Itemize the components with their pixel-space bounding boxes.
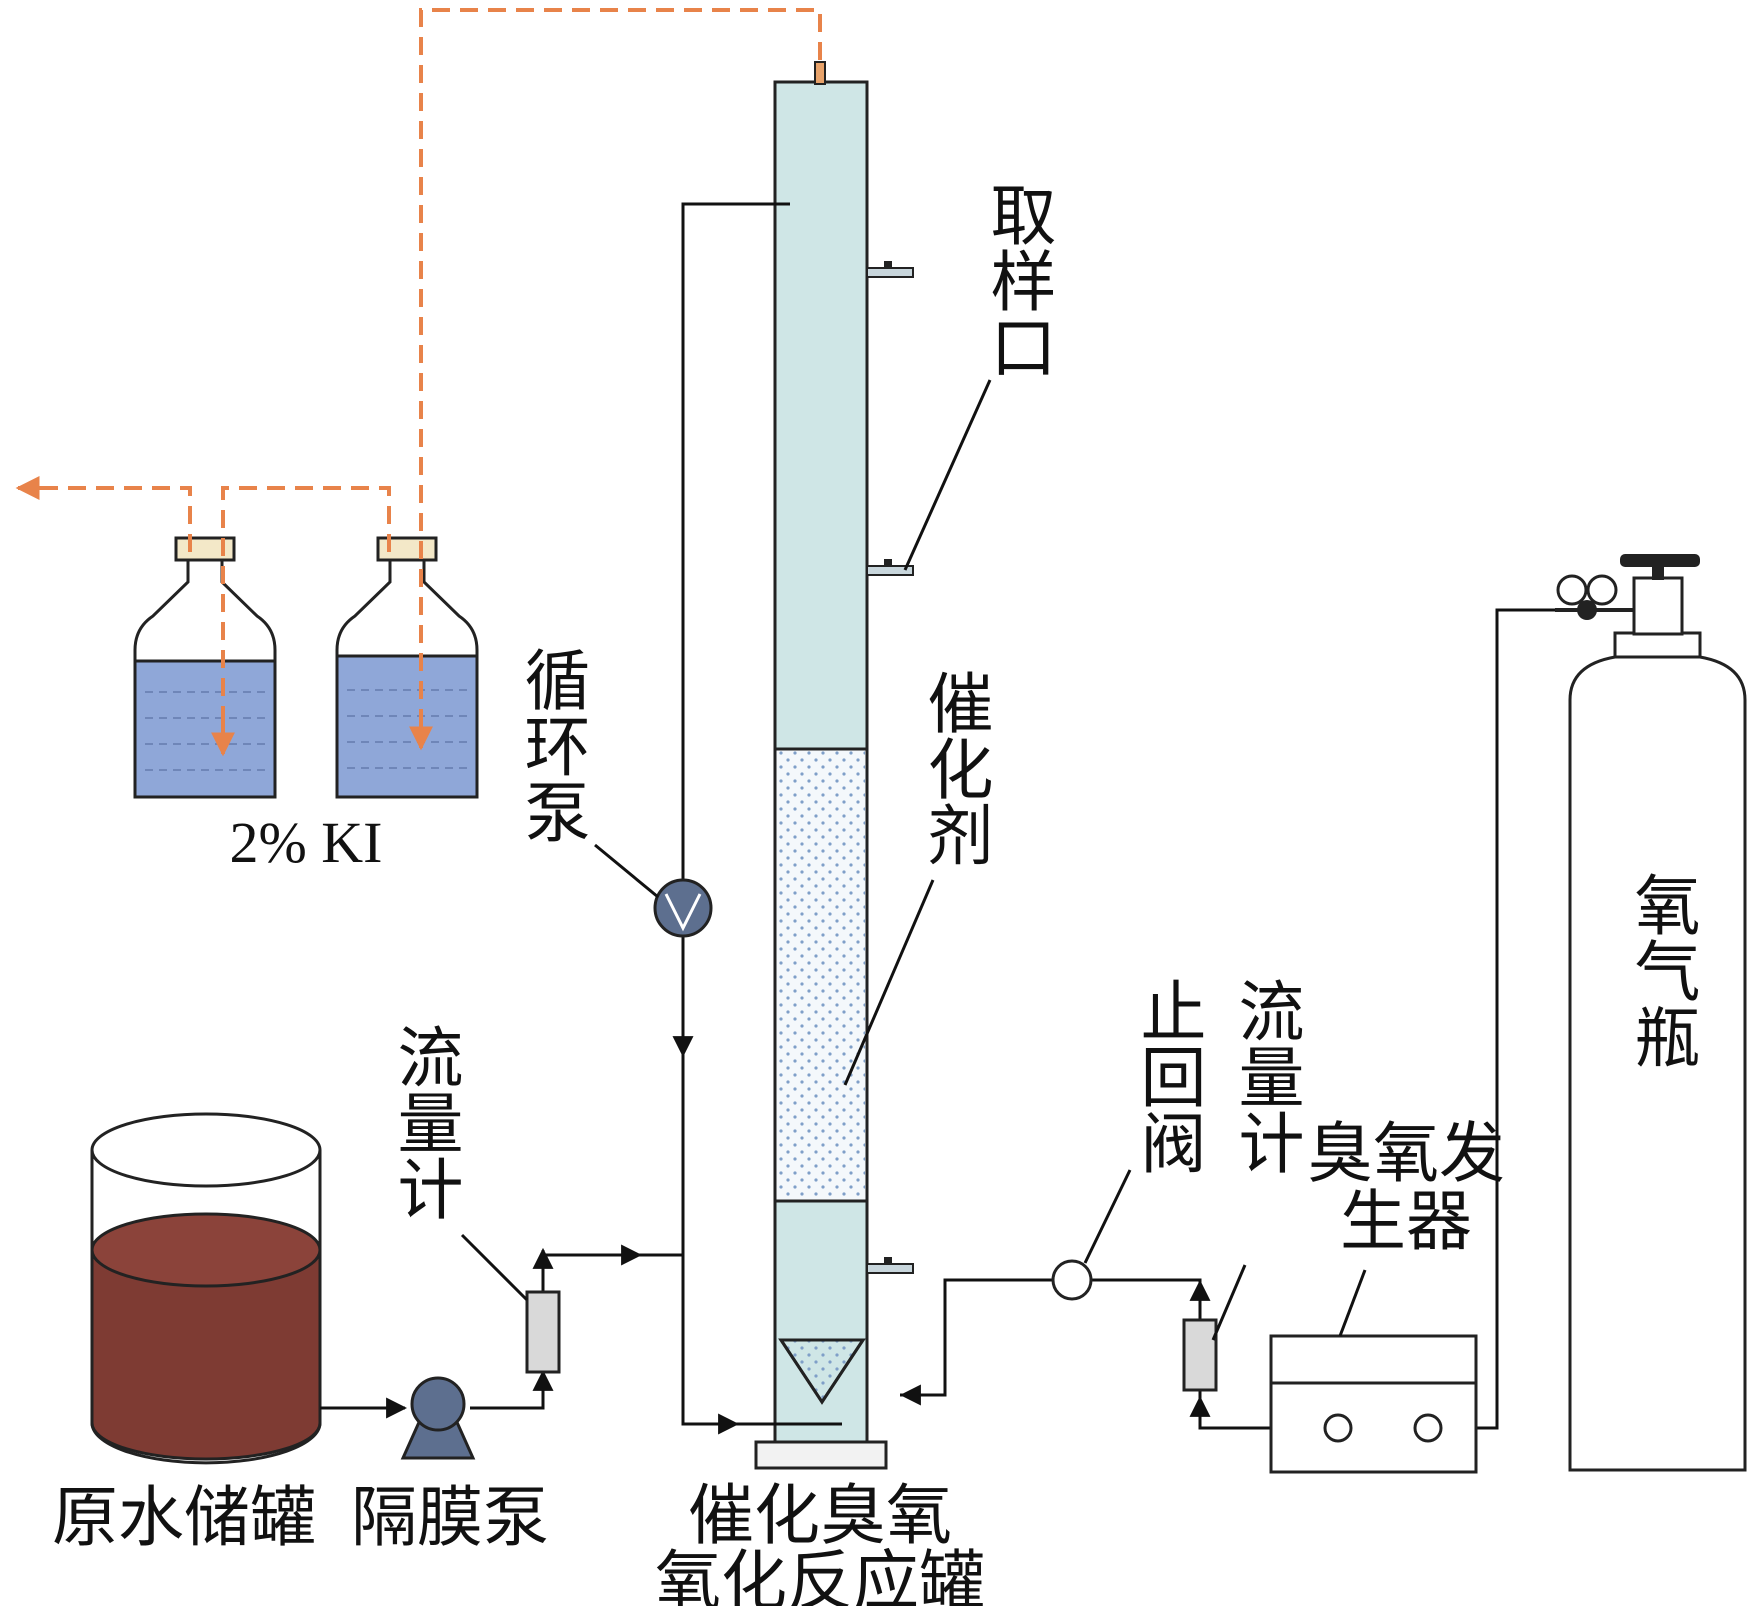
off-gas-line [15, 8, 822, 757]
label-ozone-generator-line2: 生器 [1340, 1183, 1472, 1260]
label-flowmeter-left: 流量计 [387, 1023, 464, 1221]
flowmeter-left [525, 1290, 561, 1374]
pressure-regulator [1555, 574, 1634, 620]
label-ki-solution: 2% KI [229, 810, 382, 875]
label-flowmeter-right: 流量计 [1228, 977, 1305, 1175]
raw-water-tank [90, 1112, 322, 1465]
sampling-port-lower [866, 1257, 914, 1274]
recirculation-loop [672, 202, 842, 1435]
ki-bottle-1 [133, 536, 277, 799]
label-reactor-line1: 催化臭氧 [688, 1477, 952, 1554]
label-raw-water-tank: 原水储罐 [52, 1479, 316, 1556]
leader-lines [460, 379, 1367, 1341]
circulation-pump [653, 878, 713, 938]
label-reactor-line2: 氧化反应罐 [655, 1543, 985, 1606]
flowmeter-right [1182, 1318, 1218, 1392]
label-circulation-pump: 循环泵 [514, 646, 591, 844]
label-catalyst: 催化剂 [917, 669, 994, 867]
label-sampling-port: 取样口 [980, 181, 1057, 379]
sampling-port-upper [866, 261, 914, 278]
check-valve [1051, 1259, 1093, 1301]
ki-bottle-2 [335, 536, 479, 799]
label-oxygen-cylinder: 氧气瓶 [1624, 871, 1701, 1069]
reactor-column [754, 61, 914, 1470]
top-gas-outlet [814, 61, 826, 85]
diaphragm-pump [400, 1376, 476, 1460]
reactor-base [754, 1440, 888, 1470]
sampling-port-middle [866, 559, 914, 576]
label-check-valve: 止回阀 [1130, 977, 1207, 1175]
ozone-generator [1269, 1334, 1478, 1474]
oxygen-cylinder [1568, 554, 1747, 1472]
label-diaphragm-pump: 隔膜泵 [351, 1479, 549, 1556]
label-ozone-generator-line1: 臭氧发 [1307, 1115, 1505, 1192]
feed-line [320, 1244, 683, 1419]
